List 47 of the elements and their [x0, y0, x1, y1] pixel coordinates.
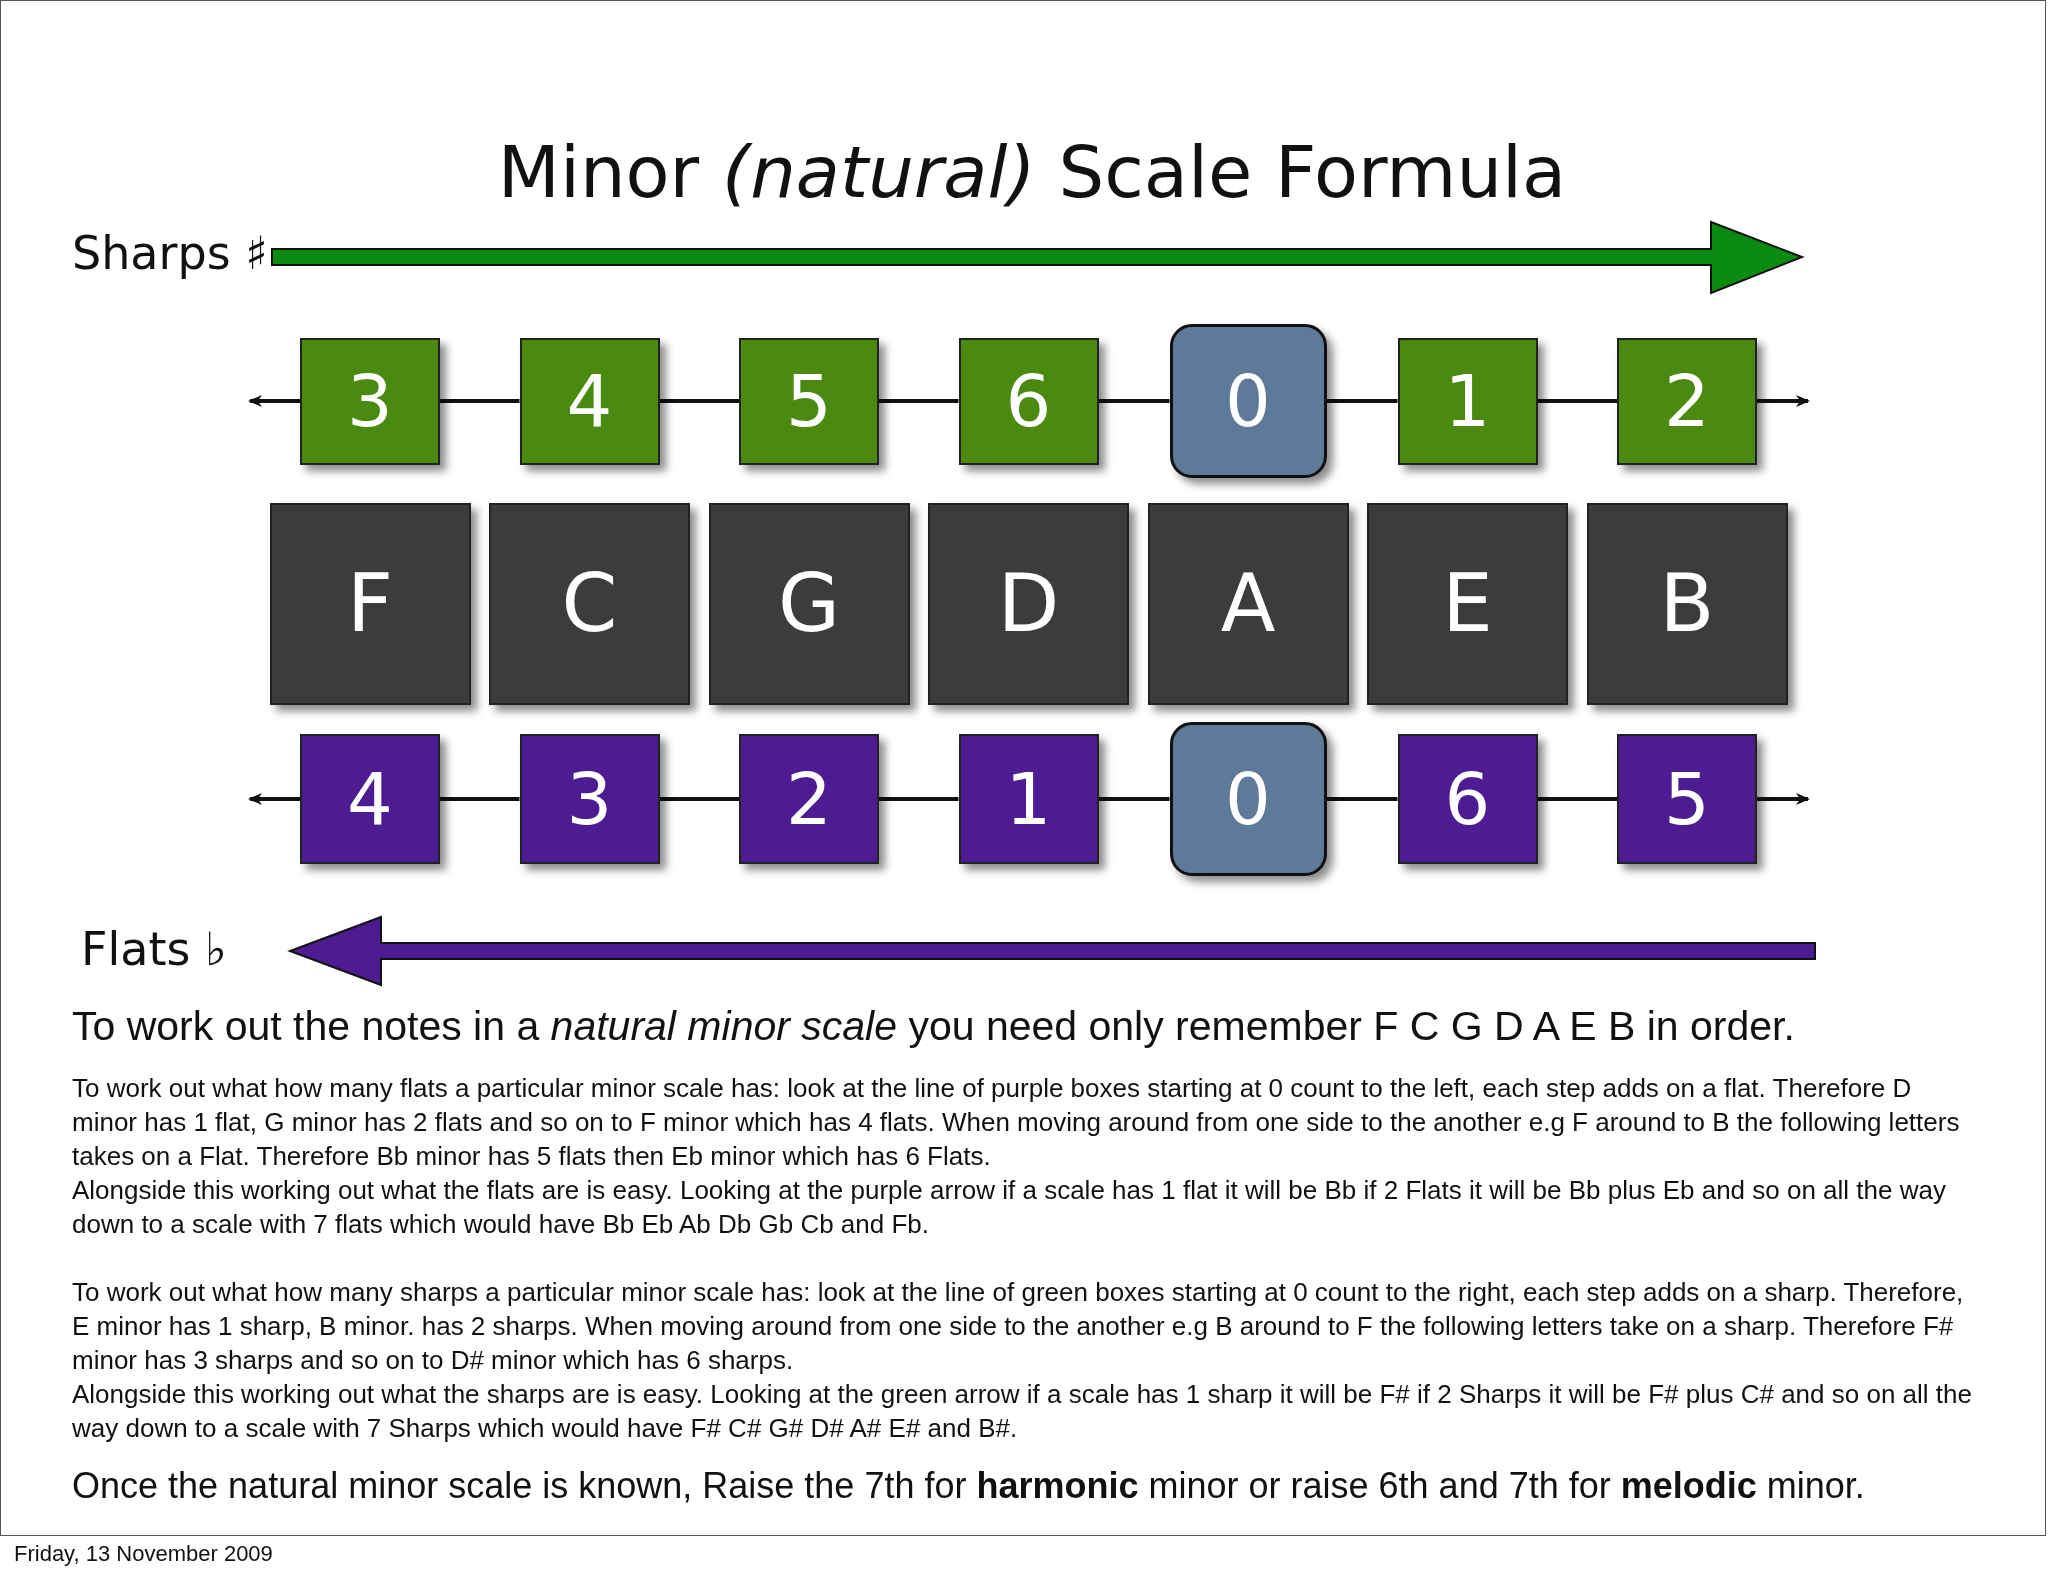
step-box: 5 [1617, 734, 1757, 864]
note-box: D [928, 503, 1129, 705]
step-box: 4 [300, 734, 440, 864]
paragraph: To work out what how many sharps a particular minor scale has: look at the line of green boxes starting at 0 count to the right, each step adds on a sharp. Therefore, E minor has 1 sharp, B minor. has 2 sharps. When moving around from one side to the another e.g B around to F the following letters take on a sharp. Therefore F# minor has 3 sharps and so on to D# minor which has 6 sharps. [72, 1276, 1965, 1377]
step-box: 1 [958, 734, 1099, 864]
end-arrow [1757, 395, 1810, 407]
connector-line [1537, 797, 1617, 801]
connector-line [659, 399, 739, 403]
step-box: 1 [1397, 337, 1538, 465]
step-box: 2 [1617, 337, 1757, 465]
end-arrow [248, 793, 300, 805]
connector-line [440, 399, 520, 403]
paragraph: Alongside this working out what the sharps are is easy. Looking at the green arrow if a scale has 1 sharp it will be F# if 2 Sharps it will be F# plus C# and so on all the way down to a scale with 7 Sharps which would have F# C# G# D# A# E# and B#. [72, 1378, 1972, 1445]
connector-line [1326, 399, 1398, 403]
connector-line [879, 797, 959, 801]
connector-line [1326, 797, 1398, 801]
note-box: G [708, 503, 910, 705]
step-box: 3 [300, 337, 440, 465]
connector-line [1098, 797, 1170, 801]
paragraph: Alongside this working out what the flats are is easy. Looking at the purple arrow if a scale has 1 flat it will be Bb if 2 Flats it will be Bb plus Eb and so on all the way down to a scale with 7 flats which would have Bb Eb Ab Db Gb Cb and Fb. [72, 1174, 1947, 1241]
note: Once the natural minor scale is known, Raise the 7th for harmonic minor or raise 6th and 7th for melodic minor. [72, 1465, 1865, 1507]
step-box: 6 [1397, 734, 1538, 864]
connector-line [1098, 399, 1170, 403]
end-arrow [248, 395, 300, 407]
title: Minor (natural) Scale Formula [496, 130, 1568, 214]
note-box: C [489, 503, 690, 705]
axis-label: Flats ♭ [81, 922, 227, 976]
date-footer: Friday, 13 November 2009 [14, 1541, 273, 1567]
zero-step-box: 0 [1169, 324, 1327, 478]
note-box: A [1147, 503, 1349, 705]
summary-sentence: To work out the notes in a natural minor scale you need only remember F C G D A E B in order. [72, 1003, 1795, 1050]
step-box: 3 [519, 734, 660, 864]
axis-label: Sharps ♯ [72, 226, 268, 280]
step-box: 6 [958, 337, 1099, 465]
step-box: 2 [739, 734, 879, 864]
zero-step-box: 0 [1169, 722, 1327, 876]
connector-line [659, 797, 739, 801]
note-box: F [269, 503, 471, 705]
step-box: 5 [739, 337, 879, 465]
connector-line [879, 399, 959, 403]
step-box: 4 [519, 337, 660, 465]
paragraph: To work out what how many flats a particular minor scale has: look at the line of purple boxes starting at 0 count to the left, each step adds on a flat. Therefore D minor has 1 flat, G minor has 2 flats and so on to F minor which has 4 flats. When moving around from one side to the another e.g F around to B the following letters takes on a Flat. Therefore Bb minor has 5 flats then Eb minor which has 6 Flats. [72, 1072, 1961, 1173]
end-arrow [1757, 793, 1810, 805]
connector-line [440, 797, 520, 801]
connector-line [1537, 399, 1617, 403]
note-box: E [1367, 503, 1568, 705]
note-box: B [1586, 503, 1788, 705]
